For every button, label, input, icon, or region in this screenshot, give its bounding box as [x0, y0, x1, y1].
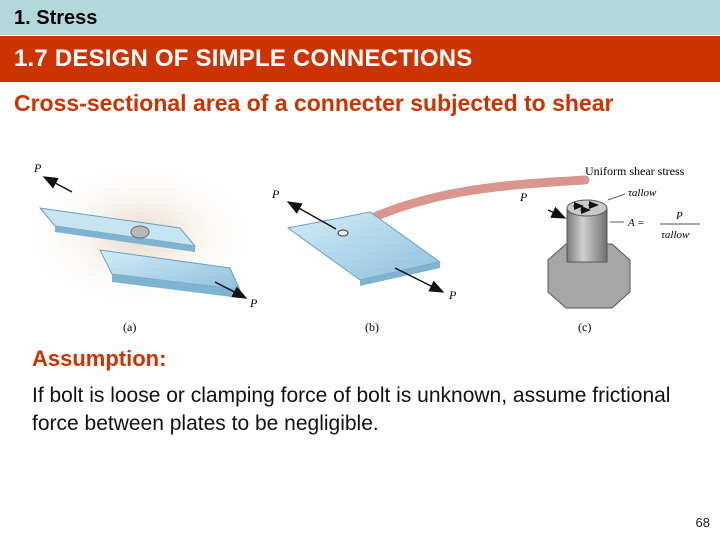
chapter-label: 1. Stress: [14, 7, 98, 29]
force-arrow-b-right: [394, 267, 445, 293]
force-label-b-left: P: [271, 187, 280, 201]
bolt-section-icon: [337, 229, 349, 237]
shear-plate-edge: [360, 262, 440, 286]
panel-label-a: (a): [123, 320, 136, 334]
panel-b-shear-plane: P P (b): [271, 175, 590, 334]
panel-a-lap-joint: P P (a): [20, 160, 260, 334]
assumption-body: If bolt is loose or clamping force of bo…: [32, 384, 671, 435]
title-bar: 1.7 DESIGN OF SIMPLE CONNECTIONS: [0, 36, 720, 82]
bolt-shank: [566, 207, 608, 263]
tau-allow-label: τallow: [628, 187, 657, 199]
force-label-a-left: P: [33, 161, 42, 175]
force-arrow-a-right: [214, 281, 248, 299]
uniform-shear-callout: Uniform shear stress: [585, 164, 685, 178]
force-label-b-right: P: [448, 288, 457, 302]
formula-denominator: τallow: [661, 229, 690, 241]
bolt-shear-face: [566, 199, 608, 217]
slide-subtitle: Cross-sectional area of a connecter subj…: [14, 90, 614, 116]
force-arrow-c: [547, 206, 567, 219]
panel-label-b: (b): [365, 320, 379, 334]
assumption-heading: Assumption:: [32, 346, 167, 371]
connection-figure: P P (a) P P (b) P Uniform shear stress τ…: [20, 160, 700, 334]
force-label-c: P: [519, 190, 528, 204]
slide-title: 1.7 DESIGN OF SIMPLE CONNECTIONS: [14, 45, 473, 72]
panel-label-c: (c): [578, 320, 591, 334]
formula-numerator: P: [675, 210, 683, 222]
force-arrow-b-left: [286, 201, 337, 230]
area-label: A =: [627, 217, 645, 229]
page-number: 68: [695, 515, 710, 530]
header-bar: 1. Stress: [0, 0, 720, 35]
upper-plate-edge: [55, 226, 195, 252]
bolt-head-icon: [130, 225, 150, 239]
lower-plate-edge: [112, 274, 240, 298]
panel-c-bolt: P Uniform shear stress τallow A = P τall…: [519, 164, 700, 334]
force-arrow-a-left: [42, 176, 73, 193]
force-label-a-right: P: [249, 296, 258, 310]
